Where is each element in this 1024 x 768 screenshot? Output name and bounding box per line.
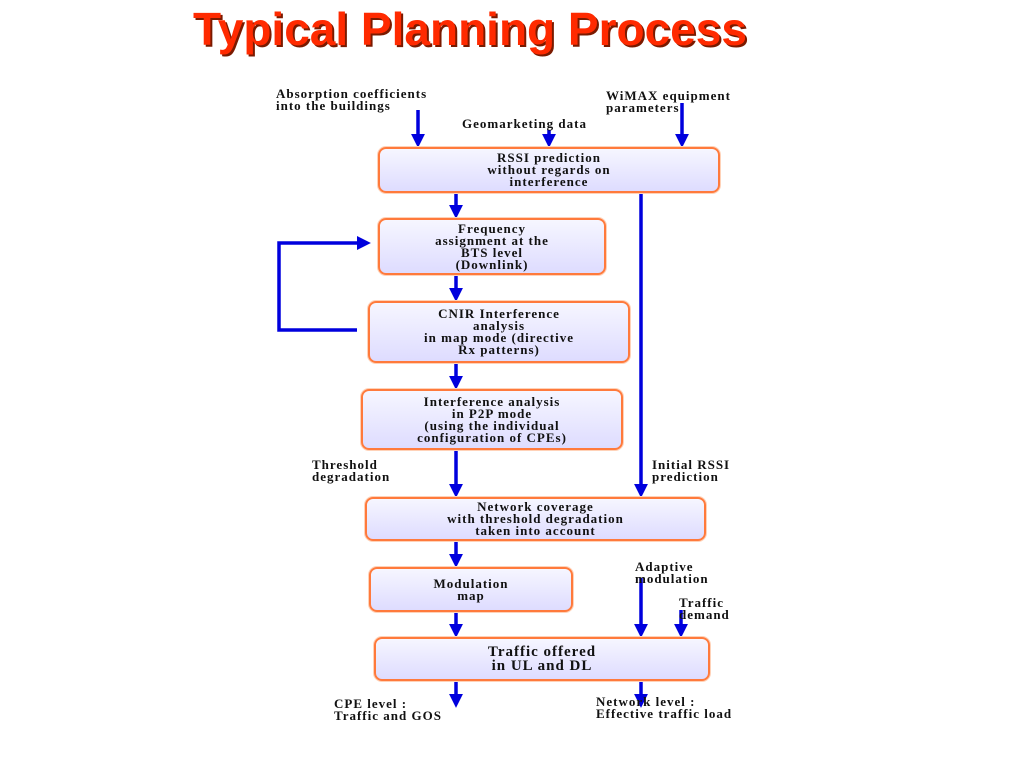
- rssi-prediction-box: RSSI prediction without regards on inter…: [378, 147, 720, 193]
- page-title: Typical Planning Process: [193, 3, 747, 55]
- network-coverage-box: Network coverage with threshold degradat…: [365, 497, 706, 541]
- traffic-offered-box: Traffic offered in UL and DL: [374, 637, 710, 681]
- traffic-demand-label: Traffic demand: [679, 595, 730, 622]
- adaptive-modulation-label: Adaptive modulation: [635, 559, 709, 586]
- cpe-level-output-label: CPE level : Traffic and GOS: [334, 696, 442, 723]
- absorption-input-label: Absorption coefficients into the buildin…: [276, 86, 428, 113]
- wimax-input-label: WiMAX equipment parameters: [606, 88, 731, 115]
- arrow-feedback-loop: [277, 236, 371, 332]
- initial-rssi-label: Initial RSSI prediction: [652, 457, 731, 484]
- p2p-interference-box: Interference analysis in P2P mode (using…: [361, 389, 623, 450]
- modulation-map-box: Modulation map: [369, 567, 573, 612]
- frequency-assignment-box: Frequency assignment at the BTS level (D…: [378, 218, 606, 275]
- network-level-output-label: Network level : Effective traffic load: [596, 694, 733, 721]
- geomarketing-input-label: Geomarketing data: [462, 116, 587, 131]
- threshold-degradation-label: Threshold degradation: [312, 457, 391, 484]
- cnir-interference-box: CNIR Interference analysis in map mode (…: [368, 301, 630, 363]
